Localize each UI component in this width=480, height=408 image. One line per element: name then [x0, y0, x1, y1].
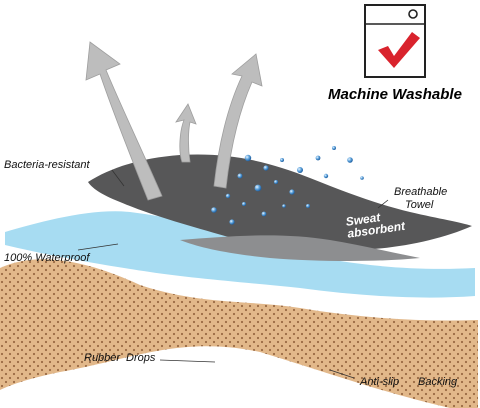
machine-washable-label: Machine Washable	[328, 86, 462, 103]
water-drop-icon	[289, 189, 295, 195]
towel-label: Towel	[405, 199, 434, 211]
water-drop-icon	[244, 154, 252, 162]
water-drop-icon	[242, 202, 246, 206]
water-drop-icon	[263, 165, 269, 171]
breathing-arrows	[85, 41, 263, 201]
bacteria-resistant-label: Bacteria-resistant	[4, 159, 90, 171]
water-drop-icon	[261, 211, 267, 217]
towel-layer	[88, 154, 472, 261]
drops-label: Drops	[126, 352, 156, 364]
anti-slip-label: Anti-slip	[360, 376, 400, 388]
water-drop-icon	[280, 158, 284, 162]
water-drop-icon	[332, 146, 336, 150]
water-drop-icon	[297, 167, 303, 173]
water-drop-icon	[306, 204, 310, 208]
water-drop-icon	[225, 193, 231, 199]
backing-label: Backing	[418, 376, 458, 388]
water-drop-icon	[347, 157, 353, 163]
water-drop-icon	[274, 180, 278, 184]
waterproof-label: 100% Waterproof	[4, 252, 90, 264]
water-drop-icon	[282, 204, 286, 208]
breathing-arrow-icon	[175, 103, 197, 163]
water-drop-icon	[237, 173, 243, 179]
water-drop-icon	[229, 219, 235, 225]
water-drop-icon	[360, 176, 364, 180]
breathing-arrow-icon	[213, 53, 263, 189]
water-drop-icon	[211, 207, 217, 213]
water-drop-icon	[323, 173, 329, 179]
breathing-arrow-icon	[85, 41, 163, 201]
backing-layer	[0, 259, 478, 408]
breathable-label: Breathable	[394, 186, 448, 198]
waterproof-layer	[5, 211, 475, 298]
water-drop-icon	[315, 155, 321, 161]
leader-lines	[77, 169, 389, 379]
water-droplets	[211, 146, 364, 225]
water-drop-icon	[254, 184, 262, 192]
rubber-label: Rubber	[84, 352, 121, 364]
checkmark-icon	[378, 32, 420, 68]
